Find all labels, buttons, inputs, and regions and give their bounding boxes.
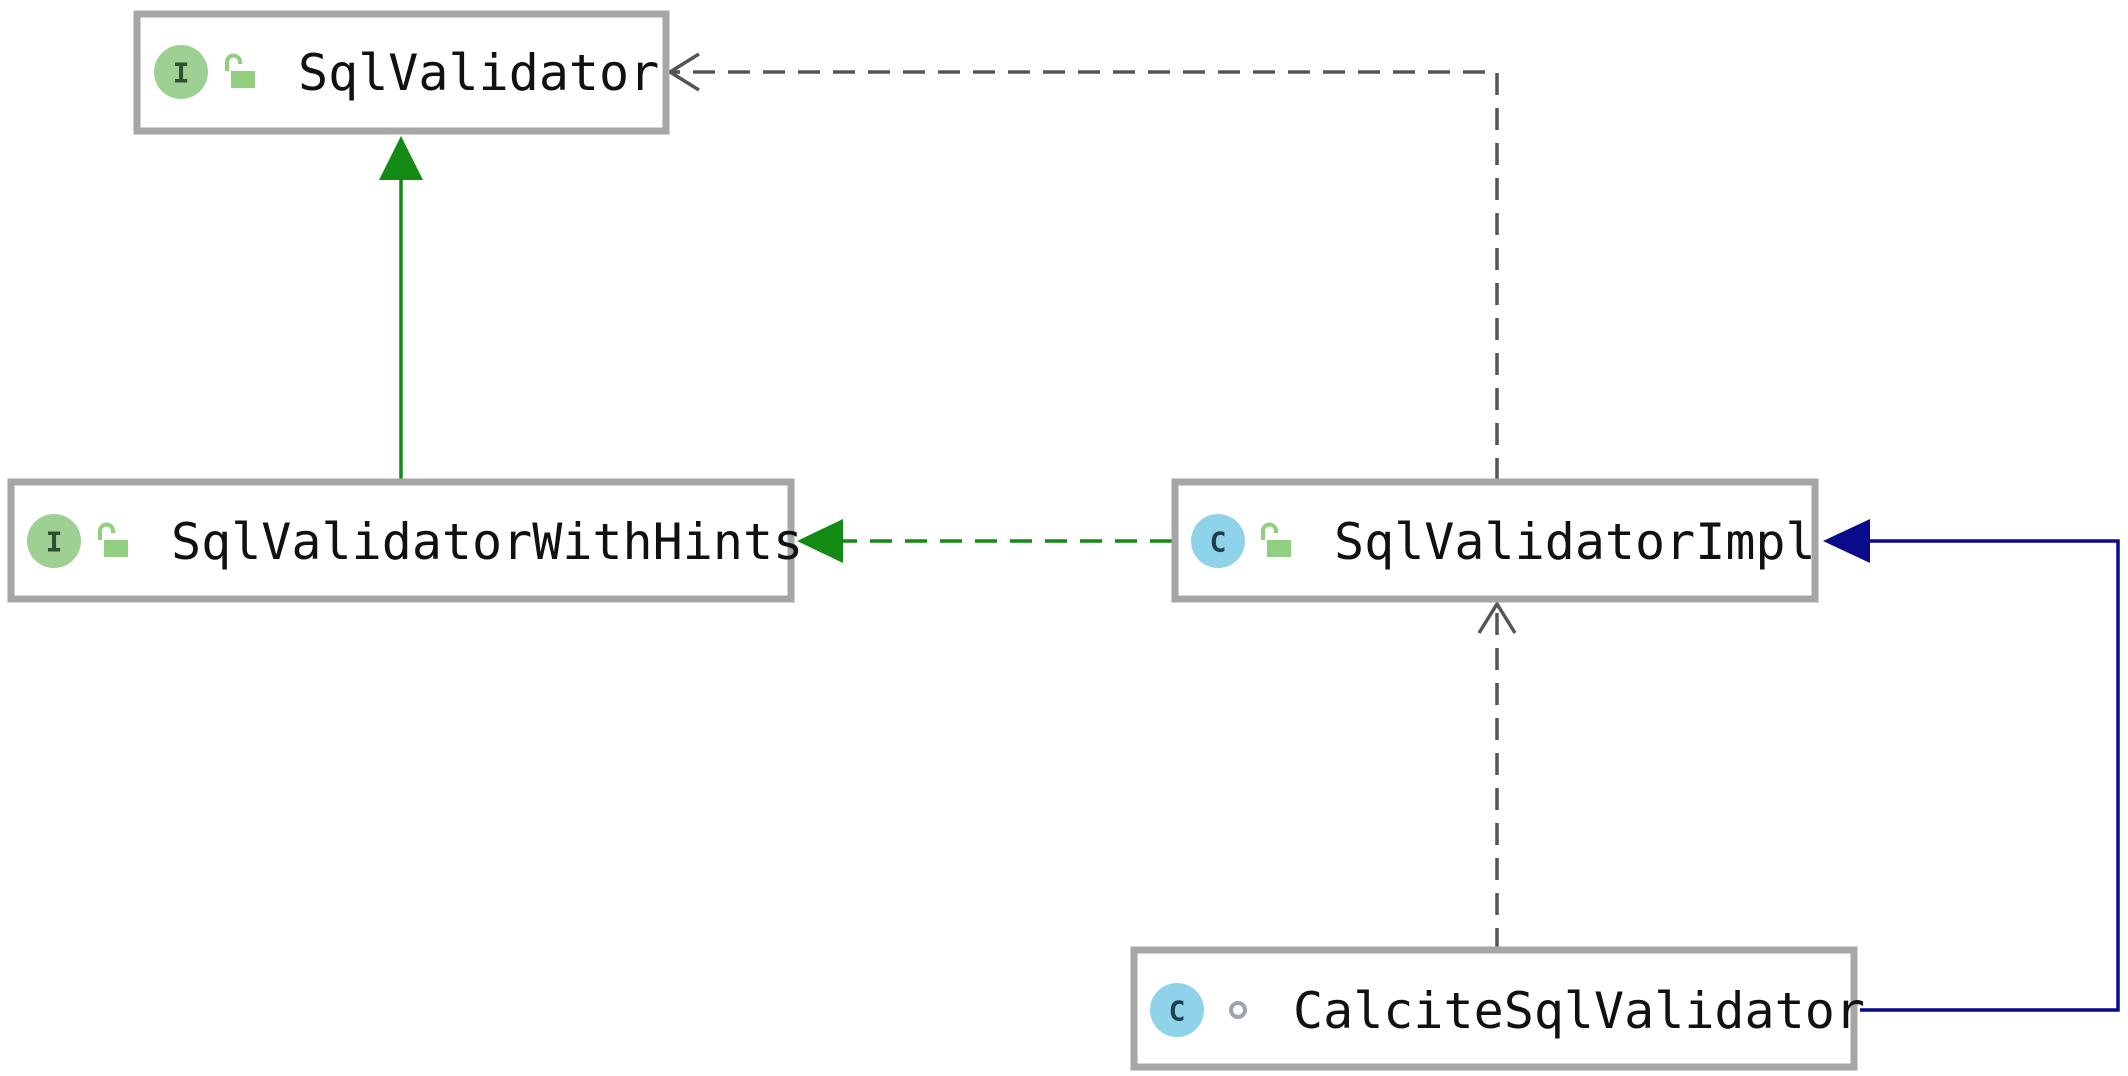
edge-arrowhead-open	[1477, 600, 1517, 634]
node-label: SqlValidator	[298, 44, 659, 102]
interface-icon: I	[154, 45, 208, 99]
node-calcitesqlvalidator[interactable]: C CalciteSqlValidator	[1130, 946, 1865, 1071]
edge-arrowhead-filled	[379, 136, 423, 180]
svg-text:I: I	[173, 57, 190, 90]
svg-text:C: C	[1210, 526, 1227, 559]
open-lock-icon	[225, 53, 255, 88]
node-label: SqlValidatorImpl	[1334, 513, 1816, 571]
edge-calcite-extends-impl	[1823, 519, 2120, 1012]
edge-impl-implements-withhints	[797, 519, 1172, 563]
svg-text:C: C	[1169, 995, 1186, 1028]
node-label: SqlValidatorWithHints	[171, 513, 803, 571]
edge-calcite-depends-impl	[1477, 600, 1517, 950]
class-icon: C	[1191, 514, 1245, 568]
node-label: CalciteSqlValidator	[1293, 982, 1865, 1040]
node-sqlvalidatorwithhints[interactable]: I SqlValidatorWithHints	[7, 478, 803, 603]
edge-arrowhead-filled	[1823, 519, 1870, 563]
open-lock-icon	[1261, 522, 1291, 557]
edge-arrowhead-filled	[797, 519, 843, 563]
small-circle-icon	[1229, 1001, 1247, 1019]
edge-withhints-extends-sqlvalidator	[379, 136, 423, 480]
svg-text:I: I	[46, 526, 63, 559]
edge-arrowhead-open	[666, 52, 700, 92]
interface-icon: I	[27, 514, 81, 568]
class-icon: C	[1150, 983, 1204, 1037]
node-sqlvalidatorimpl[interactable]: C SqlValidatorImpl	[1171, 478, 1819, 603]
edge-impl-depends-sqlvalidator	[666, 52, 1499, 480]
node-sqlvalidator[interactable]: I SqlValidator	[133, 10, 670, 135]
open-lock-icon	[98, 522, 128, 557]
